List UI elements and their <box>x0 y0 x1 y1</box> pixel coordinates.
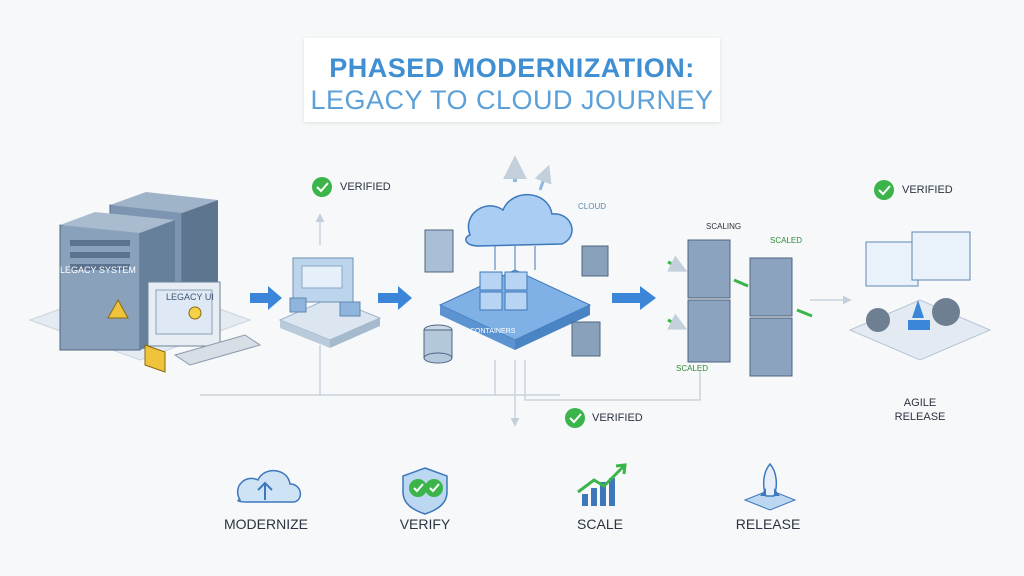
release-platform <box>848 231 992 361</box>
growth-chart-icon <box>577 463 627 506</box>
agile-release-caption: AGILE RELEASE <box>880 396 960 424</box>
flow-arrow-1 <box>250 286 282 310</box>
scaled-server-cluster <box>667 239 813 377</box>
flow-arrow-3 <box>612 286 656 310</box>
shield-check-icon <box>402 467 448 515</box>
title-line-2: LEGACY TO CLOUD JOURNEY <box>310 85 714 115</box>
connector-lines <box>200 213 852 427</box>
legacy-ui-label: LEGACY UI <box>166 292 214 302</box>
verified-check-icon-2 <box>874 180 894 200</box>
phase-label-modernize: MODERNIZE <box>224 516 308 532</box>
cloud-label: CLOUD <box>578 202 607 211</box>
containers-label: CONTAINERS <box>470 328 516 335</box>
migration-platform <box>278 257 382 348</box>
title-box: PHASED MODERNIZATION: LEGACY TO CLOUD JO… <box>304 38 720 122</box>
cloud-hub <box>438 155 592 350</box>
agile-release-line-1: AGILE <box>903 397 937 409</box>
phase-label-release: RELEASE <box>735 516 801 532</box>
phase-label-scale: SCALE <box>577 516 623 532</box>
scaled-label-bottom: SCALED <box>676 364 709 373</box>
side-server-left <box>424 229 454 273</box>
scaled-label-top: SCALED <box>770 236 803 245</box>
database-icon <box>423 324 453 364</box>
verified-check-icon-1 <box>312 177 332 197</box>
title-line-1: PHASED MODERNIZATION: <box>329 53 695 83</box>
side-server-right <box>571 245 609 357</box>
flow-arrow-2 <box>378 286 412 310</box>
verified-label-3: VERIFIED <box>592 412 643 424</box>
verified-label-2: VERIFIED <box>902 184 953 196</box>
scaling-label: SCALING <box>706 222 742 231</box>
verified-label-1: VERIFIED <box>340 181 391 193</box>
legacy-pc <box>144 281 262 373</box>
verified-check-icon-3 <box>565 408 585 428</box>
phase-label-verify: VERIFY <box>399 516 451 532</box>
agile-release-line-2: RELEASE <box>894 411 946 423</box>
legacy-system-label: LEGACY SYSTEM <box>60 265 136 275</box>
rocket-icon <box>743 462 797 511</box>
cloud-upload-icon <box>237 470 302 503</box>
